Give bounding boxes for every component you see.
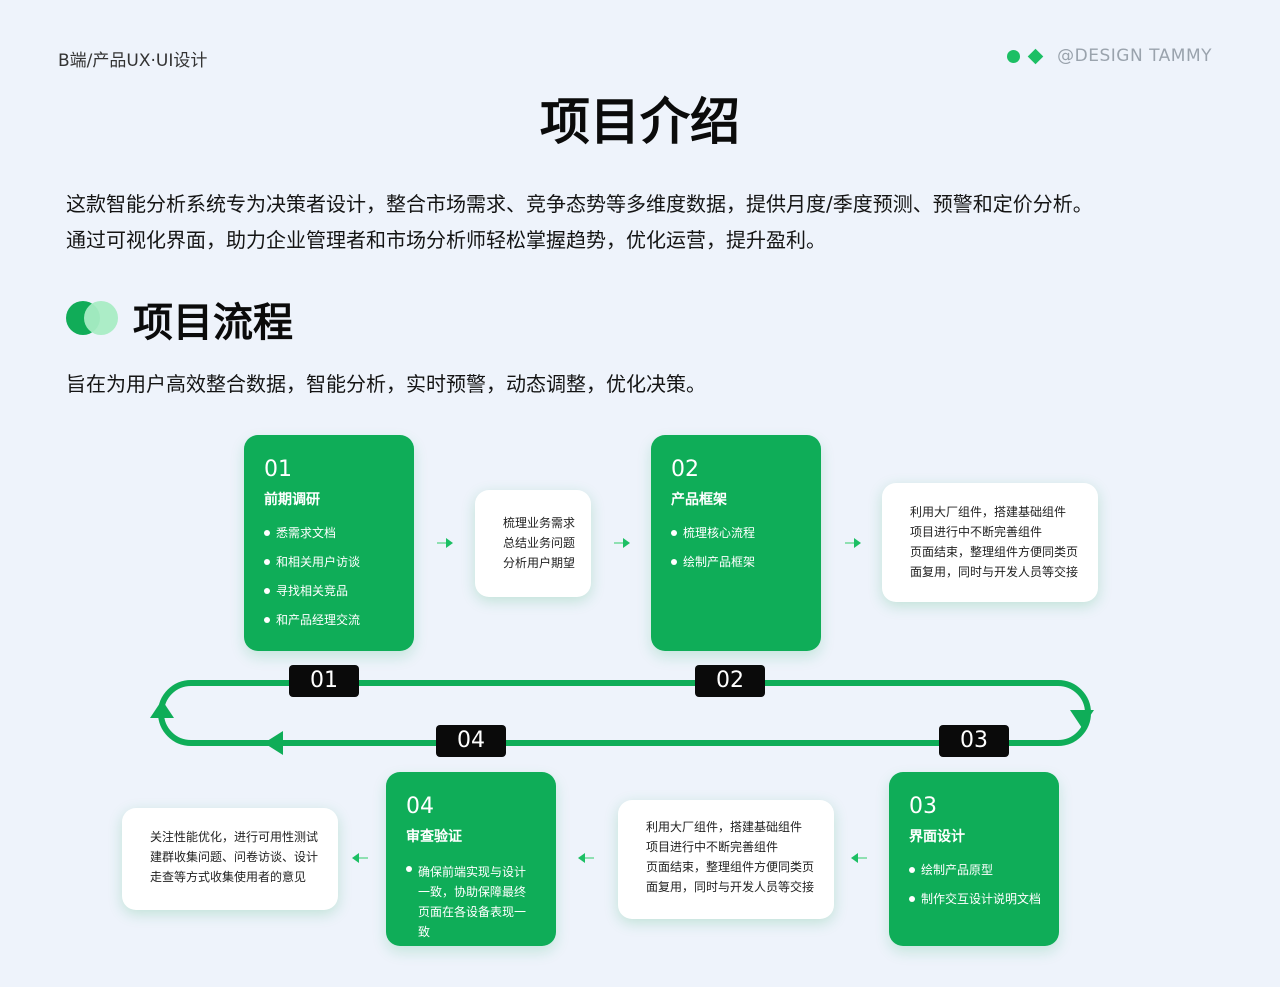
stage-name: 产品框架 [671, 492, 727, 508]
list-item: 和相关用户访谈 [264, 548, 360, 577]
stage-number: 03 [909, 794, 937, 819]
stage-name: 界面设计 [909, 829, 965, 845]
section-circles-icon [66, 301, 118, 335]
section-subtitle: 旨在为用户高效整合数据，智能分析，实时预警，动态调整，优化决策。 [66, 372, 706, 396]
note-line: 关注性能优化，进行可用性测试 [150, 830, 319, 844]
arrow-left-icon [578, 853, 594, 863]
loop-tag-04: 04 [436, 725, 506, 757]
loop-arrow-bottom-icon [264, 731, 283, 755]
intro-text: 这款智能分析系统专为决策者设计，整合市场需求、竞争态势等多维度数据，提供月度/季… [66, 186, 1226, 258]
arrow-left-icon [352, 853, 368, 863]
loop-tag-01: 01 [289, 665, 359, 697]
intro-line-2: 通过可视化界面，助力企业管理者和市场分析师轻松掌握趋势，优化运营，提升盈利。 [66, 228, 826, 252]
stage-card-03: 03 界面设计 绘制产品原型 制作交互设计说明文档 [889, 772, 1059, 946]
stage-number: 01 [264, 457, 292, 482]
list-item: 绘制产品原型 [909, 856, 1041, 885]
note-card-1: 梳理业务需求 总结业务问题 分析用户期望 [475, 490, 591, 597]
stage-number: 04 [406, 794, 434, 819]
note-card-2: 利用大厂组件，搭建基础组件 项目进行中不断完善组件 页面结束，整理组件方便同类页… [882, 483, 1098, 602]
circle-dot-icon [1007, 49, 1021, 63]
note-line: 走查等方式收集使用者的意见 [150, 870, 307, 884]
note-line: 面复用，同时与开发人员等交接 [646, 880, 815, 894]
note-line: 页面结束，整理组件方便同类页 [646, 860, 815, 874]
stage-card-02: 02 产品框架 梳理核心流程 绘制产品框架 [651, 435, 821, 651]
signature: @DESIGN TAMMY [1007, 46, 1212, 66]
intro-line-1: 这款智能分析系统专为决策者设计，整合市场需求、竞争态势等多维度数据，提供月度/季… [66, 192, 1093, 216]
list-item: 确保前端实现与设计一致，协助保障最终页面在各设备表现一致 [406, 856, 534, 942]
stage-card-01: 01 前期调研 悉需求文档 和相关用户访谈 寻找相关竞品 和产品经理交流 [244, 435, 414, 651]
note-line: 项目进行中不断完善组件 [646, 840, 779, 854]
list-item: 悉需求文档 [264, 519, 360, 548]
list-item: 梳理核心流程 [671, 519, 755, 548]
list-item: 寻找相关竞品 [264, 577, 360, 606]
list-item: 绘制产品框架 [671, 548, 755, 577]
loop-arrow-right-icon [1070, 710, 1094, 728]
loop-arrow-left-icon [150, 700, 174, 718]
note-line: 建群收集问题、问卷访谈、设计 [150, 850, 319, 864]
stage-items: 绘制产品原型 制作交互设计说明文档 [909, 856, 1041, 914]
stage-name: 审查验证 [406, 829, 462, 845]
arrow-left-icon [851, 853, 867, 863]
note-line: 利用大厂组件，搭建基础组件 [910, 505, 1067, 519]
arrow-right-icon [614, 538, 630, 548]
section-title: 项目流程 [133, 300, 293, 346]
stage-card-04: 04 审查验证 确保前端实现与设计一致，协助保障最终页面在各设备表现一致 [386, 772, 556, 946]
page-title: 项目介绍 [540, 93, 740, 151]
loop-tag-03: 03 [939, 725, 1009, 757]
note-line: 页面结束，整理组件方便同类页 [910, 545, 1079, 559]
list-item: 制作交互设计说明文档 [909, 885, 1041, 914]
stage-items: 确保前端实现与设计一致，协助保障最终页面在各设备表现一致 [406, 856, 534, 942]
loop-tag-02: 02 [695, 665, 765, 697]
note-card-3: 利用大厂组件，搭建基础组件 项目进行中不断完善组件 页面结束，整理组件方便同类页… [618, 800, 834, 919]
arrow-right-icon [845, 538, 861, 548]
note-line: 分析用户期望 [503, 556, 576, 570]
stage-name: 前期调研 [264, 492, 320, 508]
stage-number: 02 [671, 457, 699, 482]
arrow-right-icon [437, 538, 453, 548]
note-card-4: 关注性能优化，进行可用性测试 建群收集问题、问卷访谈、设计 走查等方式收集使用者… [122, 808, 338, 910]
note-line: 总结业务问题 [503, 536, 576, 550]
note-line: 面复用，同时与开发人员等交接 [910, 565, 1079, 579]
brand-label: B端/产品UX·UI设计 [58, 51, 208, 71]
stage-items: 悉需求文档 和相关用户访谈 寻找相关竞品 和产品经理交流 [264, 519, 360, 635]
stage-items: 梳理核心流程 绘制产品框架 [671, 519, 755, 577]
list-item: 和产品经理交流 [264, 606, 360, 635]
note-line: 梳理业务需求 [503, 516, 576, 530]
signature-text: @DESIGN TAMMY [1057, 46, 1212, 66]
note-line: 利用大厂组件，搭建基础组件 [646, 820, 803, 834]
note-line: 项目进行中不断完善组件 [910, 525, 1043, 539]
